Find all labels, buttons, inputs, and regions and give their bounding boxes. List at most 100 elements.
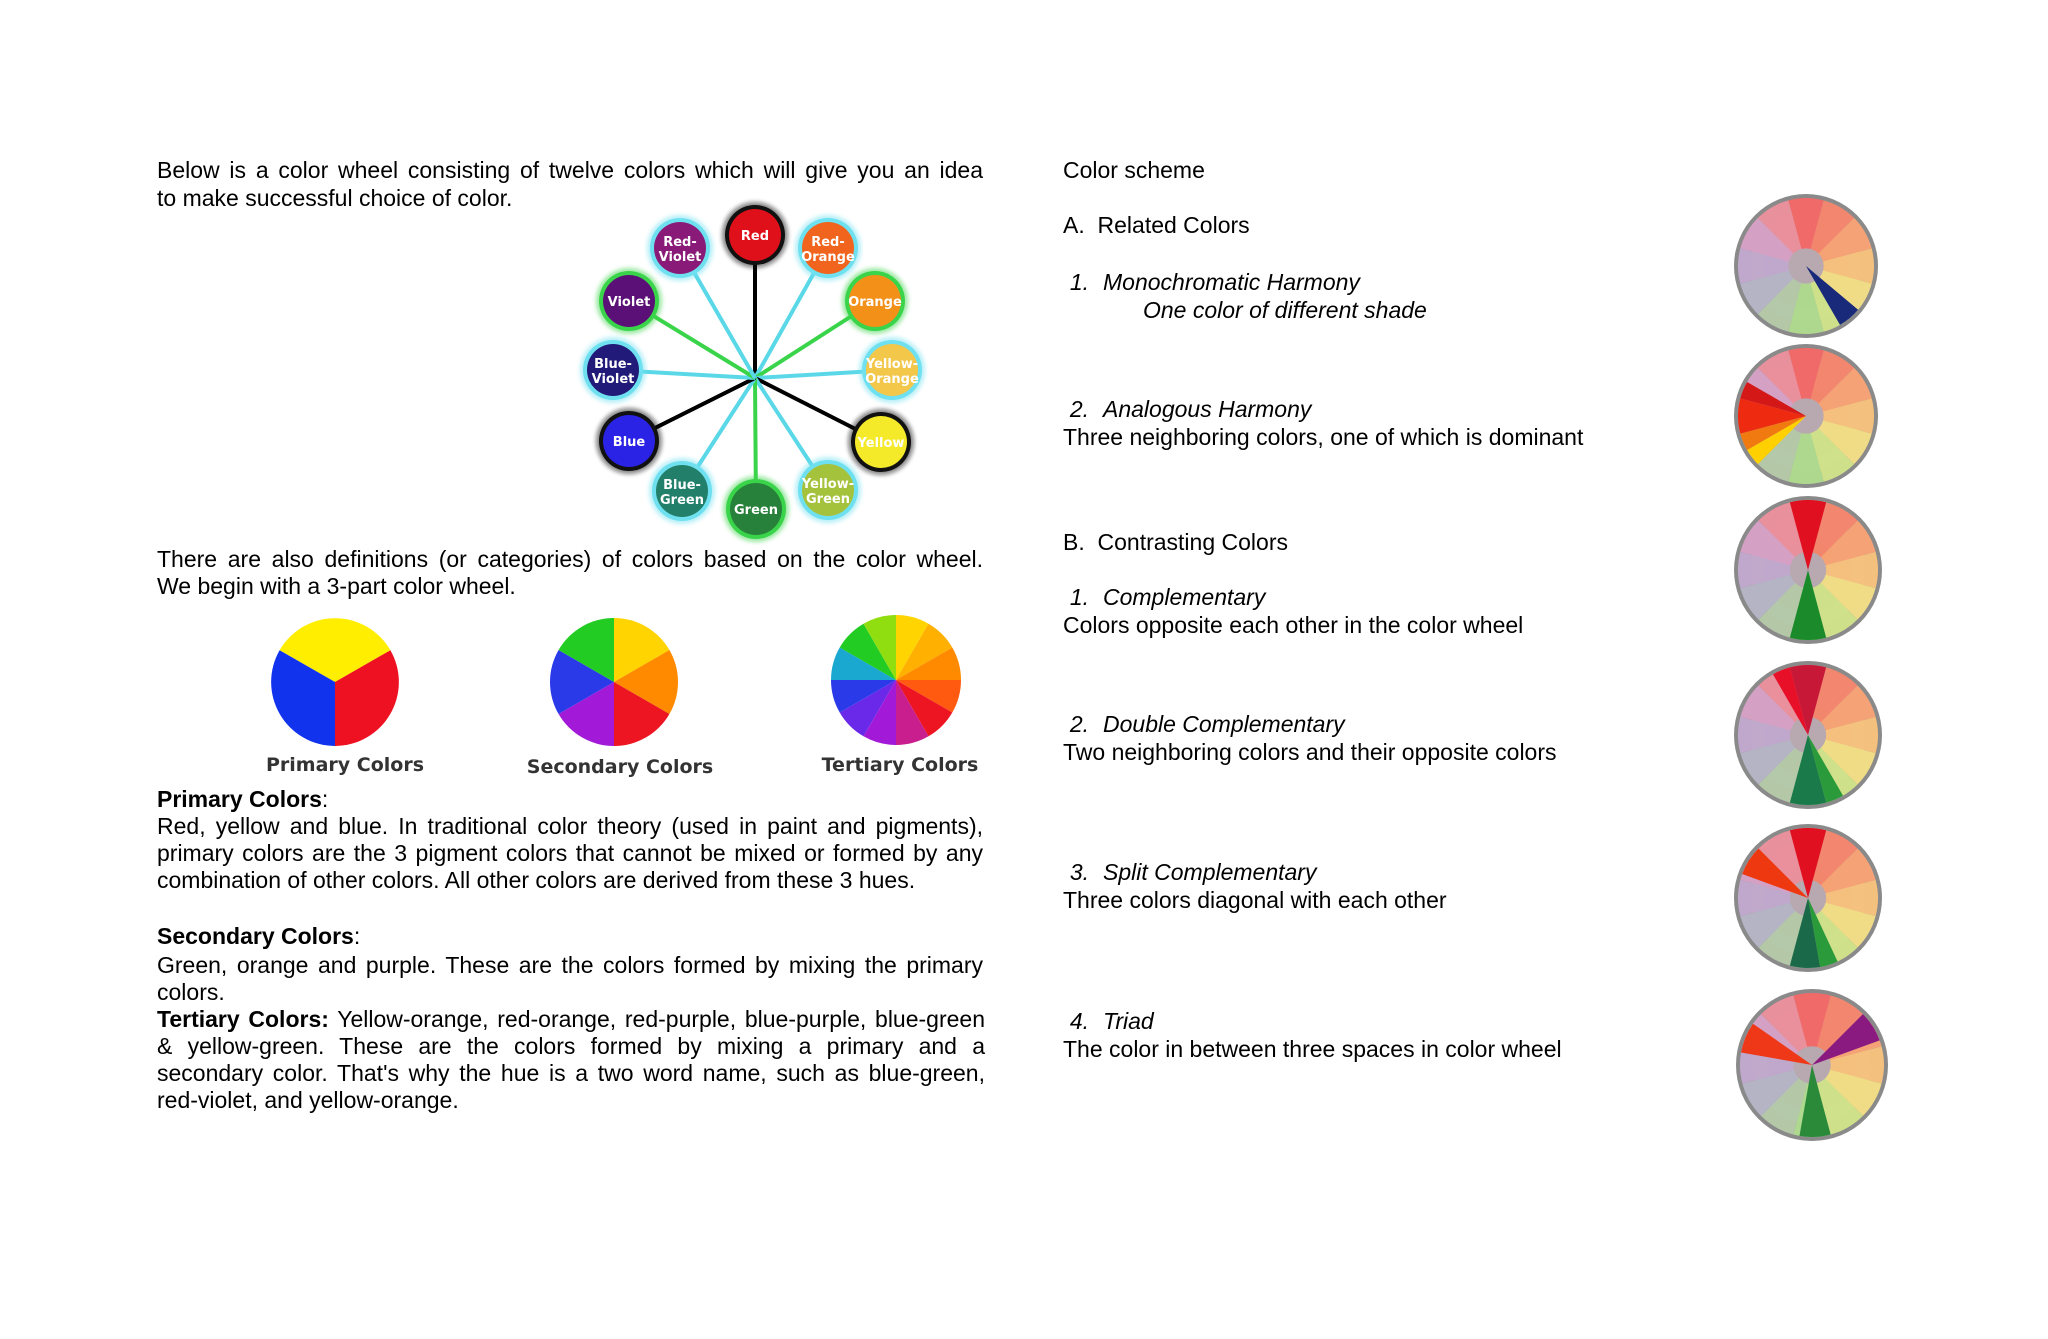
tertiary-colors-paragraph: Tertiary Colors: Yellow-orange, red-oran… bbox=[157, 1006, 985, 1114]
wheel-node-orange: Orange bbox=[842, 268, 908, 334]
complementary-wheel bbox=[1734, 496, 1882, 644]
split-complementary-title: Split Complementary bbox=[1103, 859, 1317, 885]
wheel-node-red: Red bbox=[722, 202, 788, 268]
tertiary-wedge bbox=[839, 623, 896, 680]
secondary-colors-wheel bbox=[549, 618, 679, 746]
wheel-label-violet: Violet bbox=[608, 295, 651, 310]
secondary-wedge bbox=[558, 682, 614, 746]
primary-colors-heading: Primary Colors bbox=[157, 786, 322, 812]
wheel-node-yellow: Yellow bbox=[848, 409, 914, 475]
scheme-highlight-wedge bbox=[1789, 570, 1827, 640]
monochromatic-wheel bbox=[1734, 194, 1878, 338]
section-b-heading: B. Contrasting Colors bbox=[1063, 529, 1288, 555]
wheel-node-yellow-orange: Yellow-Orange bbox=[859, 337, 925, 403]
primary-colors-body: Red, yellow and blue. In traditional col… bbox=[157, 813, 983, 893]
complementary-number: 1. bbox=[1069, 584, 1089, 610]
split-complementary-wheel bbox=[1734, 824, 1882, 972]
scheme-highlight-wedge bbox=[1741, 1023, 1812, 1065]
triad-title: Triad bbox=[1103, 1008, 1154, 1034]
scheme-highlight-wedge bbox=[1789, 665, 1827, 735]
secondary-wedge bbox=[614, 650, 679, 714]
scheme-highlight-wedge bbox=[1799, 1065, 1831, 1138]
wheel-label-blue-green-1: Blue- bbox=[663, 478, 701, 493]
secondary-colors-body: Green, orange and purple. These are the … bbox=[157, 952, 983, 1005]
wheel-node-red-violet: Red-Violet bbox=[647, 215, 713, 281]
secondary-colors-heading: Secondary Colors bbox=[157, 923, 354, 949]
secondary-colors-caption: Secondary Colors bbox=[526, 756, 714, 778]
primary-colors-wheel bbox=[271, 618, 399, 746]
secondary-wedge bbox=[614, 618, 670, 682]
scheme-highlight-wedge bbox=[1789, 898, 1821, 969]
tertiary-wedge bbox=[863, 615, 896, 680]
wheel-label-red-orange-2: Orange bbox=[801, 250, 855, 265]
monochromatic-title: Monochromatic Harmony bbox=[1103, 269, 1360, 295]
double-complementary-item: 2.Double Complementary bbox=[1049, 711, 1345, 738]
scheme-highlight-wedge bbox=[1808, 735, 1843, 803]
wheel-label-orange: Orange bbox=[848, 295, 902, 310]
monochromatic-description: One color of different shade bbox=[1143, 297, 1427, 323]
secondary-wedge bbox=[558, 618, 614, 682]
tertiary-wedge bbox=[896, 680, 953, 737]
definitions-line-2: We begin with a 3-part color wheel. bbox=[157, 573, 516, 599]
tertiary-colors-caption: Tertiary Colors bbox=[821, 754, 979, 776]
scheme-highlight-wedge bbox=[1812, 1014, 1880, 1065]
double-complementary-wheel bbox=[1734, 661, 1882, 809]
wheel-node-red-orange: Red-Orange bbox=[795, 215, 861, 281]
wheel-node-yellow-green: Yellow-Green bbox=[795, 457, 861, 523]
split-complementary-number: 3. bbox=[1069, 859, 1089, 885]
scheme-highlight-wedge bbox=[1789, 735, 1827, 805]
scheme-highlight-wedge bbox=[1740, 416, 1806, 450]
complementary-item: 1. Complementary bbox=[1049, 584, 1266, 611]
scheme-highlight-wedge bbox=[1806, 266, 1859, 325]
wheel-label-blue-violet-1: Blue- bbox=[594, 357, 632, 372]
secondary-colors-heading-line: Secondary Colors: bbox=[157, 923, 360, 950]
analogous-wheel bbox=[1734, 344, 1878, 488]
wheel-node-violet: Violet bbox=[596, 268, 662, 334]
tertiary-wedge bbox=[831, 680, 896, 713]
monochromatic-number: 1. bbox=[1069, 269, 1089, 295]
wheel-label-red-violet-2: Violet bbox=[659, 250, 702, 265]
section-a-heading: A. Related Colors bbox=[1063, 212, 1250, 238]
wheel-label-red-orange-1: Red- bbox=[811, 235, 845, 250]
wheel-label-red: Red bbox=[741, 229, 769, 244]
split-complementary-description: Three colors diagonal with each other bbox=[1063, 887, 1447, 913]
tertiary-colors-body: Yellow-orange, red-orange, red-purple, b… bbox=[157, 1006, 986, 1113]
secondary-colors-colon: : bbox=[353, 923, 361, 949]
definitions-line-1: There are also definitions (or categorie… bbox=[157, 546, 983, 572]
scheme-highlight-wedge bbox=[1738, 398, 1806, 434]
wheel-label-yellow-orange-1: Yellow- bbox=[865, 357, 918, 372]
analogous-title: Analogous Harmony bbox=[1103, 396, 1312, 422]
secondary-wedge bbox=[614, 682, 670, 746]
wheel-label-yellow: Yellow bbox=[857, 436, 905, 451]
tertiary-wedge bbox=[896, 680, 929, 745]
complementary-description: Colors opposite each other in the color … bbox=[1063, 612, 1524, 638]
secondary-wedge bbox=[549, 650, 614, 714]
intro-line-2: to make successful choice of color. bbox=[157, 185, 513, 211]
tertiary-colors-heading: Tertiary Colors: bbox=[157, 1006, 329, 1032]
monochromatic-item: 1. Monochromatic Harmony bbox=[1049, 269, 1360, 296]
triad-description: The color in between three spaces in col… bbox=[1063, 1036, 1562, 1062]
triad-number: 4. bbox=[1069, 1008, 1089, 1034]
color-scheme-title: Color scheme bbox=[1063, 157, 1205, 183]
wheel-label-blue-violet-2: Violet bbox=[592, 372, 635, 387]
wheel-label-blue: Blue bbox=[613, 435, 646, 450]
wheel-label-red-violet-1: Red- bbox=[663, 235, 697, 250]
split-complementary-item: 3. Split Complementary bbox=[1049, 859, 1317, 886]
wheel-label-yellow-green-2: Green bbox=[806, 492, 850, 507]
primary-colors-heading-line: Primary Colors: bbox=[157, 786, 328, 813]
scheme-highlight-wedge bbox=[1747, 416, 1806, 465]
analogous-item: 2.Analogous Harmony bbox=[1049, 396, 1312, 423]
wheel-node-blue-violet: Blue-Violet bbox=[580, 337, 646, 403]
tertiary-wedge bbox=[896, 680, 961, 713]
triad-wheel bbox=[1736, 989, 1888, 1141]
tertiary-wedge bbox=[896, 623, 953, 680]
wheel-node-blue: Blue bbox=[596, 408, 662, 474]
primary-colors-colon: : bbox=[321, 786, 329, 812]
complementary-title: Complementary bbox=[1103, 584, 1266, 610]
primary-colors-caption: Primary Colors bbox=[265, 754, 425, 776]
scheme-highlight-wedge bbox=[1789, 500, 1827, 570]
double-complementary-number: 2. bbox=[1069, 711, 1089, 737]
tertiary-colors-wheel bbox=[831, 615, 961, 745]
wheel-label-blue-green-2: Green bbox=[660, 493, 704, 508]
